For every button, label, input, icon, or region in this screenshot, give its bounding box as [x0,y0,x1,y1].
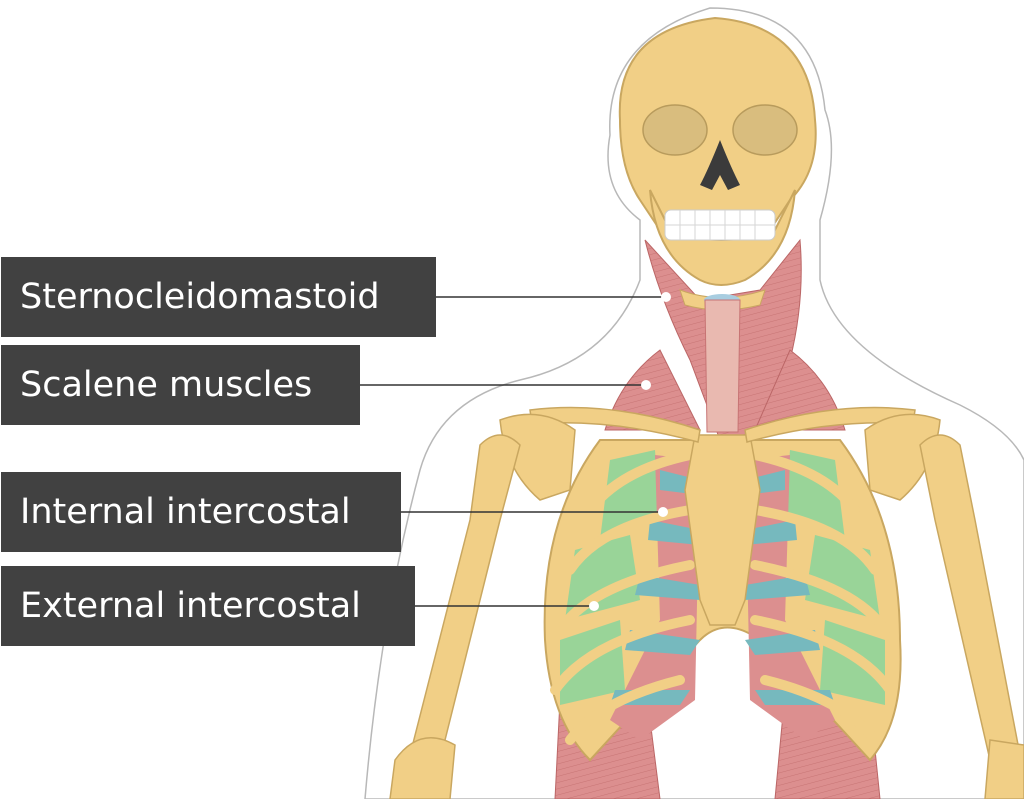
elbow-right [984,739,1024,799]
orbit-right [732,104,798,156]
label-internal-intercostal: Internal intercostal [1,472,401,552]
humerus-right [919,434,1021,761]
humerus-left [409,434,521,761]
sternum [684,434,761,626]
skull [618,16,817,231]
internal-intercostal-marker [658,507,668,517]
ribs [550,450,895,745]
external-intercostal-marker [589,601,599,611]
body-outline [364,7,1024,799]
scalene-marker [641,380,651,390]
label-sternocleidomastoid: Sternocleidomastoid [1,257,436,337]
orbit-left [642,104,708,156]
cervical-spine [704,299,741,433]
clavicle-left [529,406,701,443]
leader-lines [359,296,664,607]
label-scalene-muscles: Scalene muscles [1,345,360,425]
elbow-left [389,737,456,799]
label-external-intercostal: External intercostal [1,566,415,646]
clavicle-right [744,406,916,443]
nasal-cavity [700,140,740,190]
sternocleidomastoid-marker [661,292,671,302]
